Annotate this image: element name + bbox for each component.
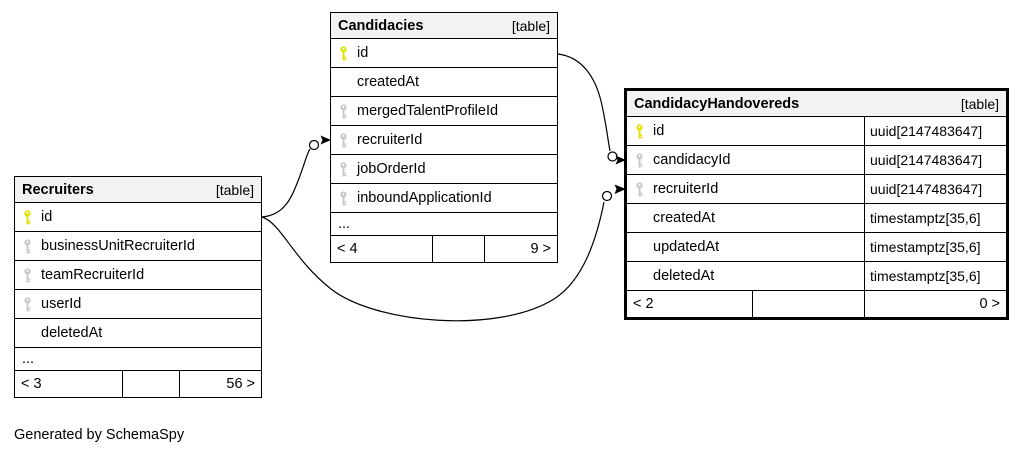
column-type: uuid[2147483647]: [870, 152, 983, 168]
key-slot: [331, 161, 357, 177]
foreign-key-icon: [24, 296, 31, 311]
column-name-cell: id: [627, 117, 865, 145]
column-name: updatedAt: [653, 239, 720, 255]
column-type: timestamptz[35,6]: [870, 210, 981, 226]
footer-spacer: [123, 371, 180, 397]
table-footer: < 2 0 >: [627, 291, 1006, 317]
column-name: jobOrderId: [357, 161, 426, 177]
table-type-badge: [table]: [960, 95, 999, 112]
edge-recruiters-id-to-candidacies-recruiterid: [261, 135, 331, 218]
column-row: businessUnitRecruiterId: [15, 232, 261, 261]
column-name: deletedAt: [653, 268, 715, 284]
column-row: recruiterId uuid[2147483647]: [627, 175, 1006, 204]
column-row: deletedAt: [15, 319, 261, 348]
table-footer: < 3 56 >: [15, 371, 261, 397]
children-count: 9 >: [530, 241, 551, 257]
column-name: deletedAt: [41, 325, 103, 341]
key-slot: [627, 123, 653, 139]
column-name-cell: deletedAt: [627, 262, 865, 290]
key-slot: [627, 152, 653, 168]
key-slot: [15, 296, 41, 312]
table-footer: < 4 9 >: [331, 236, 557, 262]
column-name: createdAt: [357, 74, 420, 90]
column-row: teamRecruiterId: [15, 261, 261, 290]
column-type: uuid[2147483647]: [870, 123, 983, 139]
column-name-cell: updatedAt: [627, 233, 865, 261]
column-row: candidacyId uuid[2147483647]: [627, 146, 1006, 175]
children-count: 56 >: [226, 376, 255, 392]
column-name: userId: [41, 296, 82, 312]
column-row: id uuid[2147483647]: [627, 117, 1006, 146]
table-candidacies[interactable]: Candidacies [table] id createdAt mergedT…: [330, 12, 558, 263]
foreign-key-icon: [340, 190, 347, 205]
column-name: createdAt: [653, 210, 716, 226]
more-columns-ellipsis: ...: [331, 213, 557, 236]
table-type-badge: [table]: [215, 181, 254, 198]
edge-candidacies-id-to-candidacyhandovereds-candidacyid: [557, 53, 626, 165]
table-recruiters-header: Recruiters [table]: [15, 177, 261, 203]
column-name-cell: candidacyId: [627, 146, 865, 174]
primary-key-icon: [340, 45, 347, 60]
column-name-cell: recruiterId: [627, 175, 865, 203]
foreign-key-icon: [340, 161, 347, 176]
column-name: id: [357, 45, 369, 61]
column-row: id: [331, 39, 557, 68]
footer-spacer: [753, 291, 865, 317]
parents-count: < 3: [15, 371, 123, 397]
primary-key-icon: [24, 209, 31, 224]
foreign-key-icon: [340, 103, 347, 118]
key-slot: [331, 190, 357, 206]
column-row: deletedAt timestamptz[35,6]: [627, 262, 1006, 291]
column-name: mergedTalentProfileId: [357, 103, 499, 119]
table-name: Recruiters: [22, 181, 94, 198]
generated-by-caption: Generated by SchemaSpy: [14, 427, 185, 443]
column-name: businessUnitRecruiterId: [41, 238, 195, 254]
column-row: id: [15, 203, 261, 232]
key-slot: [331, 132, 357, 148]
column-row: createdAt: [331, 68, 557, 97]
column-name: inboundApplicationId: [357, 190, 492, 206]
column-name: teamRecruiterId: [41, 267, 145, 283]
key-slot: [15, 238, 41, 254]
column-name: id: [41, 209, 53, 225]
footer-spacer: [433, 236, 485, 262]
column-row: userId: [15, 290, 261, 319]
column-name: id: [653, 123, 665, 139]
column-type: timestamptz[35,6]: [870, 239, 981, 255]
key-slot: [331, 45, 357, 61]
table-candidacyhandovereds-header: CandidacyHandovereds [table]: [627, 91, 1006, 117]
children-count: 0 >: [979, 296, 1000, 312]
key-slot: [15, 209, 41, 225]
column-row: mergedTalentProfileId: [331, 97, 557, 126]
table-type-badge: [table]: [511, 17, 550, 34]
table-candidacyhandovereds[interactable]: CandidacyHandovereds [table] id uuid[214…: [624, 88, 1009, 320]
foreign-key-icon: [340, 132, 347, 147]
table-name: Candidacies: [338, 17, 424, 34]
column-name-cell: createdAt: [627, 204, 865, 232]
foreign-key-icon: [636, 181, 643, 196]
column-row: recruiterId: [331, 126, 557, 155]
foreign-key-icon: [24, 238, 31, 253]
column-name: recruiterId: [653, 181, 719, 197]
key-slot: [331, 103, 357, 119]
foreign-key-icon: [636, 152, 643, 167]
column-type: uuid[2147483647]: [870, 181, 983, 197]
parents-count: < 4: [331, 236, 433, 262]
column-name: recruiterId: [357, 132, 423, 148]
column-name: candidacyId: [653, 152, 731, 168]
key-slot: [15, 267, 41, 283]
column-row: createdAt timestamptz[35,6]: [627, 204, 1006, 233]
foreign-key-icon: [24, 267, 31, 282]
column-row: inboundApplicationId: [331, 184, 557, 213]
table-name: CandidacyHandovereds: [634, 95, 800, 112]
column-row: updatedAt timestamptz[35,6]: [627, 233, 1006, 262]
parents-count: < 2: [627, 291, 753, 317]
table-candidacies-header: Candidacies [table]: [331, 13, 557, 39]
table-recruiters[interactable]: Recruiters [table] id businessUnitRecrui…: [14, 176, 262, 398]
primary-key-icon: [636, 123, 643, 138]
more-columns-ellipsis: ...: [15, 348, 261, 371]
column-row: jobOrderId: [331, 155, 557, 184]
column-type: timestamptz[35,6]: [870, 268, 981, 284]
key-slot: [627, 181, 653, 197]
